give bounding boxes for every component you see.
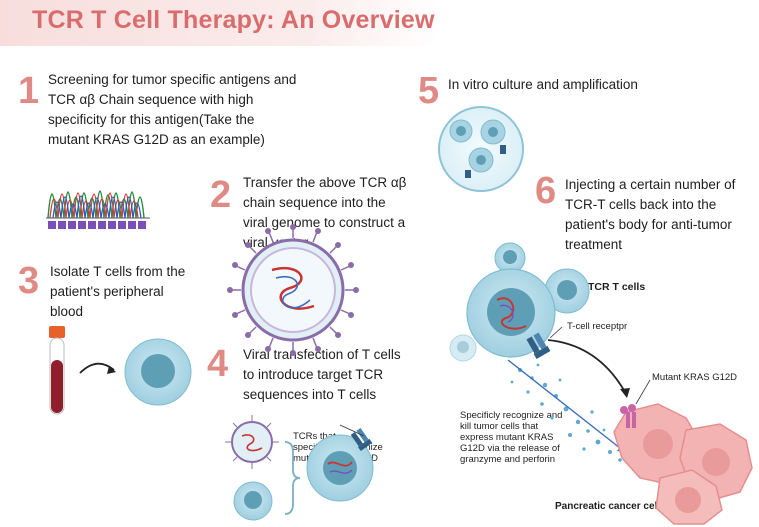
title-banner: [0, 0, 440, 46]
pancreatic-cancer-cells-icon: [613, 379, 753, 525]
culture-dish-icon: [438, 106, 524, 192]
viral-vector-icon: [227, 224, 359, 356]
pancreatic-cancer-label: Pancreatic cancer cells: [555, 501, 666, 512]
arrow-icon: [547, 339, 626, 393]
step-4-text: Viral transfection of T cells to introdu…: [243, 347, 401, 402]
page-title: TCR T Cell Therapy: An Overview: [32, 6, 435, 34]
t-cell-receptor-label: T-cell receptpr: [567, 321, 628, 332]
step-6-number: 6: [535, 170, 557, 212]
mutant-kras-label: Mutant KRAS G12D: [652, 372, 738, 383]
small-virus-icon: [225, 415, 279, 469]
step-1-number: 1: [18, 70, 40, 112]
step-5-text: In vitro culture and amplification: [448, 77, 638, 92]
step-6-text: Injecting a certain number of TCR-T cell…: [565, 177, 736, 252]
step-5-number: 5: [418, 70, 440, 112]
transfected-t-cell-icon: [306, 424, 374, 502]
step-3-text: Isolate T cells from the patient's perip…: [50, 264, 186, 319]
step-1-text: Screening for tumor specific antigens an…: [48, 72, 297, 147]
granzyme-dots: [510, 363, 628, 462]
step-3-number: 3: [18, 260, 40, 302]
step-2-text: Transfer the above TCR αβ chain sequence…: [243, 175, 407, 250]
t-cell-icon: [233, 481, 273, 521]
t-cell-icon: [124, 338, 192, 406]
tcr-t-cells-group: [449, 242, 590, 362]
step-4-number: 4: [207, 343, 229, 385]
step-2-number: 2: [210, 174, 232, 216]
bracket-icon: [284, 441, 301, 515]
recognize-kill-label: Specificly recognize and kill tumor cell…: [460, 410, 563, 465]
blood-tube-icon: [49, 326, 65, 415]
chromatogram-icon: [46, 163, 150, 233]
tcr-t-cells-label: TCR T cells: [588, 281, 646, 293]
